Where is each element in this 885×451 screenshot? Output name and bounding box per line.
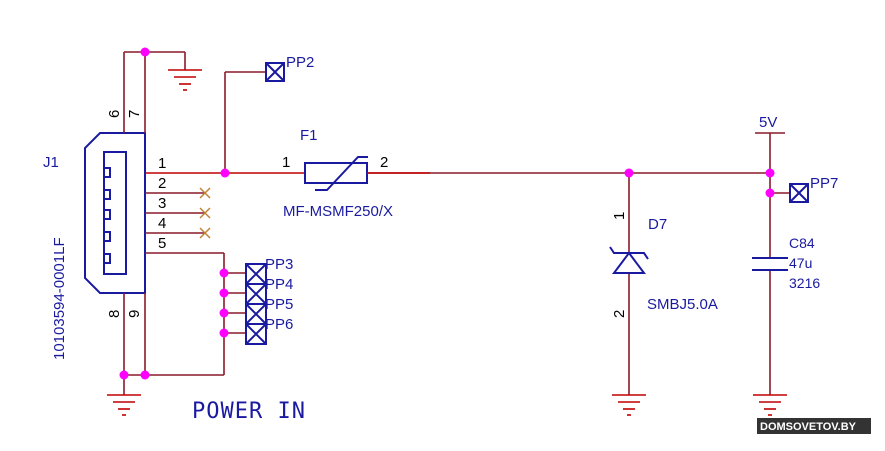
pin-label: 5: [158, 235, 166, 252]
fuse-pin-label: 1: [282, 154, 290, 171]
testpoint-label: PP5: [265, 296, 293, 313]
pin-label: 3: [158, 195, 166, 212]
junction-dot: [140, 370, 150, 380]
capacitor-value: 47u: [789, 255, 812, 271]
ground-symbol-cap: [753, 394, 787, 416]
shield-wires-top: [123, 51, 186, 133]
tvs-diode-symbol: [609, 246, 649, 274]
testpoint-pp7-symbol: [789, 183, 809, 203]
no-connect-markers: [199, 187, 211, 239]
connector-ref: J1: [43, 154, 59, 171]
testpoint-label: PP6: [265, 316, 293, 333]
connector-part: 10103594-0001LF: [51, 237, 68, 360]
diode-part: SMBJ5.0A: [647, 296, 718, 313]
testpoint-label: PP3: [265, 256, 293, 273]
pin-label: 8: [106, 310, 123, 318]
usb-connector-symbol: [84, 132, 146, 294]
junction-dot: [765, 188, 775, 198]
pin-label: 2: [158, 175, 166, 192]
diode-ref: D7: [648, 216, 667, 233]
capacitor-symbol: [752, 257, 788, 271]
ground-symbol-left: [107, 394, 141, 416]
watermark-text: DOMSOVETOV.BY: [760, 421, 857, 433]
junction-dot: [219, 288, 229, 298]
junction-dot: [765, 168, 775, 178]
watermark: DOMSOVETOV.BY: [757, 418, 871, 434]
junction-dot: [219, 308, 229, 318]
pin-label: 6: [106, 110, 123, 118]
pin-label: 9: [126, 310, 143, 318]
fuse-symbol: [304, 156, 368, 191]
power-net-label: 5V: [759, 114, 777, 131]
capacitor-package: 3216: [789, 275, 820, 291]
junction-dot: [119, 370, 129, 380]
testpoint-pp2-symbol: [265, 62, 285, 82]
ground-symbol-top: [168, 69, 202, 91]
pin-label: 1: [158, 155, 166, 172]
fuse-part: MF-MSMF250/X: [283, 203, 393, 220]
testpoint-label: PP7: [810, 175, 838, 192]
diode-pin-label: 1: [611, 212, 628, 220]
junction-dot: [219, 268, 229, 278]
shield-wires-bottom: [123, 293, 224, 395]
testpoint-pp3-pp6-symbols: [245, 263, 267, 345]
ground-symbol-diode: [612, 394, 646, 416]
junction-dot: [220, 168, 230, 178]
junction-dot: [140, 47, 150, 57]
capacitor-ref: C84: [789, 235, 815, 251]
fuse-ref: F1: [300, 127, 318, 144]
pin-label: 4: [158, 215, 166, 232]
fuse-pin-label: 2: [380, 154, 388, 171]
testpoint-label: PP2: [286, 54, 314, 71]
pin-label: 7: [126, 110, 143, 118]
diode-pin-label: 2: [611, 310, 628, 318]
junction-dot: [624, 168, 634, 178]
testpoint-label: PP4: [265, 276, 293, 293]
pp2-wire: [224, 71, 266, 173]
connector-pin-wires: [145, 172, 305, 254]
sheet-title: POWER IN: [192, 399, 306, 424]
junction-dot: [219, 328, 229, 338]
